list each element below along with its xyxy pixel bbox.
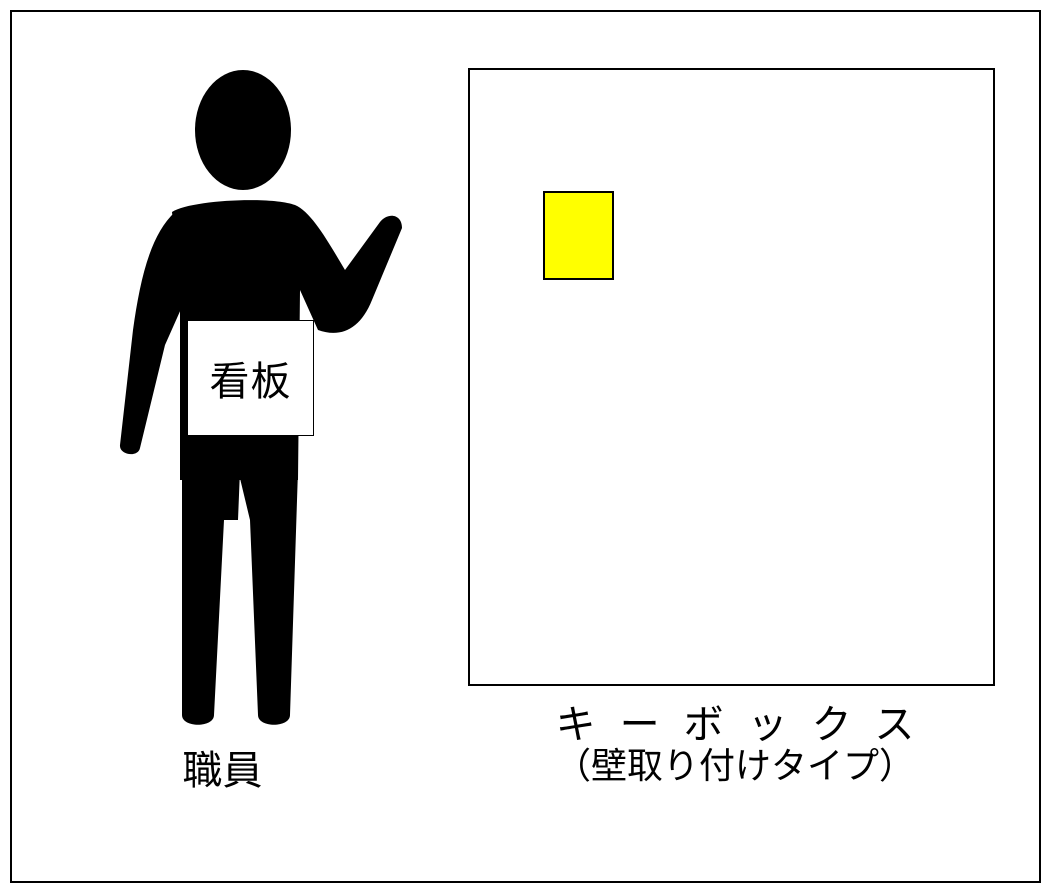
key-tag bbox=[543, 191, 614, 280]
staff-label: 職員 bbox=[182, 748, 263, 794]
key-box-label-line1: キーボックス bbox=[555, 702, 939, 748]
person-head bbox=[195, 70, 291, 190]
person-left-arm bbox=[119, 212, 185, 455]
sign-board-label: 看板 bbox=[209, 359, 292, 405]
sign-board: 看板 bbox=[187, 320, 314, 436]
person-right-leg bbox=[238, 470, 298, 725]
key-box bbox=[468, 68, 995, 686]
key-box-label-line2: （壁取り付けタイプ） bbox=[554, 746, 915, 787]
person-left-leg bbox=[182, 470, 240, 725]
key-box-label: キーボックス （壁取り付けタイプ） bbox=[470, 704, 1000, 788]
